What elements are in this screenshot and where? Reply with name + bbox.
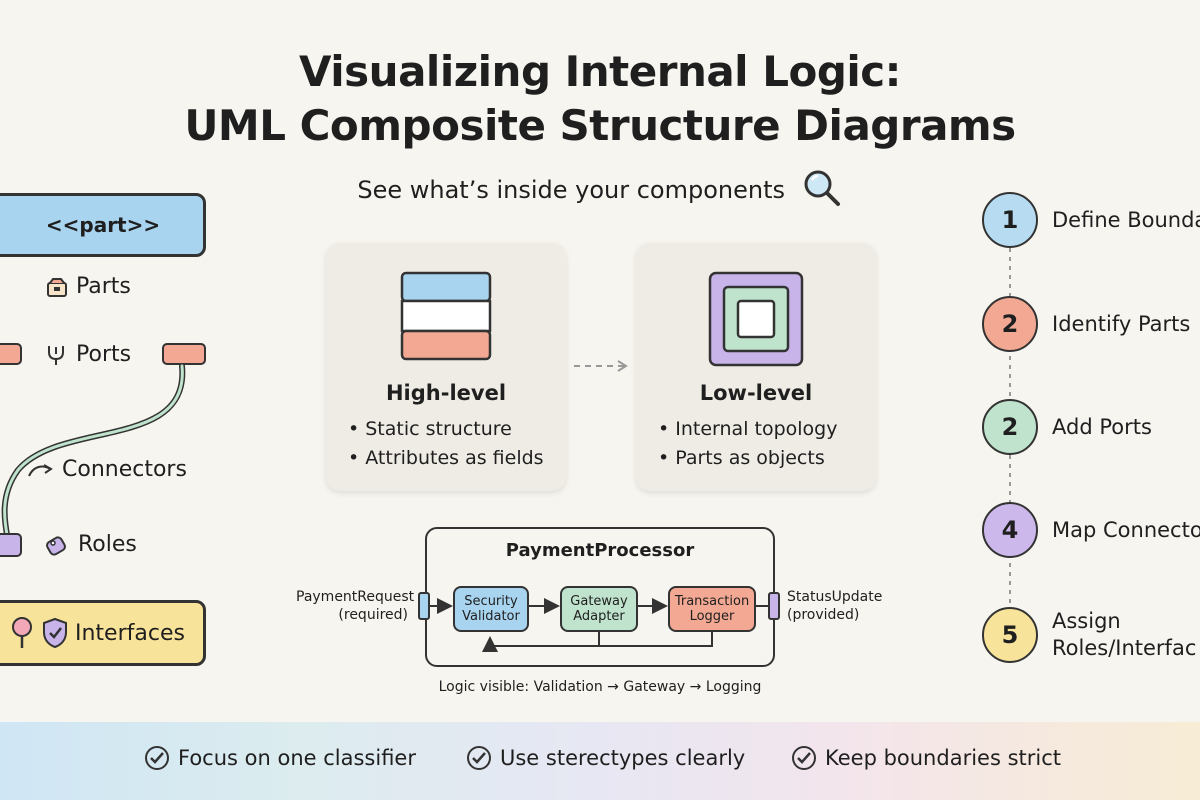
legend-connectors: Connectors	[26, 457, 187, 482]
legend-interfaces-label: Interfaces	[75, 620, 185, 646]
check-circle-icon	[792, 746, 816, 770]
step-5-label-line-2: Roles/Interfac	[1052, 636, 1197, 660]
tip-3: Keep boundaries strict	[791, 745, 1061, 771]
plug-icon	[48, 345, 64, 365]
box-line-1: Transaction	[674, 594, 750, 609]
tips-footer	[0, 722, 1200, 800]
step-3-label: Add Ports	[1052, 415, 1152, 439]
payment-processor-title: PaymentProcessor	[505, 540, 695, 561]
low-level-bullet: Parts as objects	[658, 444, 837, 473]
lollipop-icon	[12, 617, 32, 648]
part-box-label: <<part>>	[45, 213, 161, 237]
security-validator-box: Security Validator	[453, 586, 529, 632]
magnifier-icon	[801, 167, 843, 215]
page-title-line-1: Visualizing Internal Logic:	[299, 47, 901, 96]
gateway-adapter-box: Gateway Adapter	[560, 586, 638, 632]
processor-caption: Logic visible: Validation → Gateway → Lo…	[438, 679, 762, 695]
output-label-line-1: StatusUpdate	[787, 589, 883, 605]
step-1-label: Define Bounda	[1052, 208, 1200, 232]
tip-1: Focus on one classifier	[144, 745, 416, 771]
subtitle-text: See what’s inside your components	[357, 176, 786, 204]
box-line-1: Security	[464, 594, 518, 609]
tip-2-text: Use sterectypes clearly	[500, 746, 746, 770]
step-5-label: Assign Roles/Interfac	[1052, 608, 1196, 662]
step-1-circle: 1	[982, 192, 1038, 248]
shield-check-icon	[43, 617, 67, 649]
role-square	[0, 533, 22, 557]
input-label-line-1: PaymentRequest	[296, 589, 415, 605]
class-box-icon	[400, 271, 492, 361]
box-line-2: Adapter	[573, 609, 625, 624]
low-level-bullets: Internal topology Parts as objects	[658, 415, 837, 473]
legend-roles-label: Roles	[78, 532, 137, 557]
role-tag-icon	[46, 535, 66, 556]
interfaces-box: Interfaces	[0, 600, 206, 666]
processor-connectors	[418, 592, 780, 652]
high-level-bullet: Static structure	[348, 415, 544, 444]
page-title-line-2: UML Composite Structure Diagrams	[184, 101, 1016, 150]
box-icon	[47, 277, 67, 297]
output-port-label: StatusUpdate (provided)	[787, 588, 897, 624]
high-level-bullets: Static structure Attributes as fields	[348, 415, 544, 473]
high-level-bullet: Attributes as fields	[348, 444, 543, 473]
tip-1-text: Focus on one classifier	[178, 746, 416, 770]
step-5-circle: 5	[982, 607, 1038, 663]
output-label-line-2: (provided)	[787, 607, 860, 623]
step-2-label: Identify Parts	[1052, 312, 1191, 336]
port-square-left	[0, 343, 22, 365]
part-stereotype-box: <<part>>	[0, 193, 206, 257]
connector-line	[1, 363, 186, 543]
subtitle: See what’s inside your components	[0, 167, 1200, 215]
high-level-title: High-level	[385, 381, 507, 405]
legend-connectors-label: Connectors	[62, 457, 187, 482]
step-4-label: Map Connecto	[1052, 518, 1200, 542]
box-line-2: Logger	[689, 609, 735, 624]
check-circle-icon	[145, 746, 169, 770]
step-3-circle: 2	[982, 399, 1038, 455]
high-level-card: High-level Static structure Attributes a…	[326, 243, 566, 491]
dashed-arrow	[574, 360, 628, 372]
legend-roles: Roles	[44, 532, 137, 557]
step-4-circle: 4	[982, 502, 1038, 558]
check-circle-icon	[467, 746, 491, 770]
legend-parts-label: Parts	[76, 274, 131, 299]
low-level-bullet: Internal topology	[658, 415, 837, 444]
input-port-label: PaymentRequest (required)	[296, 588, 415, 624]
low-level-card: Low-level Internal topology Parts as obj…	[636, 243, 876, 491]
box-line-1: Gateway	[570, 594, 628, 609]
connector-icon	[28, 463, 53, 476]
legend-ports-label: Ports	[76, 342, 132, 367]
low-level-title: Low-level	[699, 381, 813, 405]
input-label-line-2: (required)	[338, 607, 408, 623]
step-5-label-line-1: Assign	[1052, 609, 1121, 633]
transaction-logger-box: Transaction Logger	[668, 586, 756, 632]
legend-ports: Ports	[44, 342, 131, 367]
step-2-circle: 2	[982, 296, 1038, 352]
box-line-2: Validator	[462, 609, 520, 624]
tip-3-text: Keep boundaries strict	[825, 746, 1061, 770]
legend-parts: Parts	[46, 274, 131, 299]
nested-structure-icon	[708, 271, 804, 367]
tip-2: Use sterectypes clearly	[466, 745, 745, 771]
